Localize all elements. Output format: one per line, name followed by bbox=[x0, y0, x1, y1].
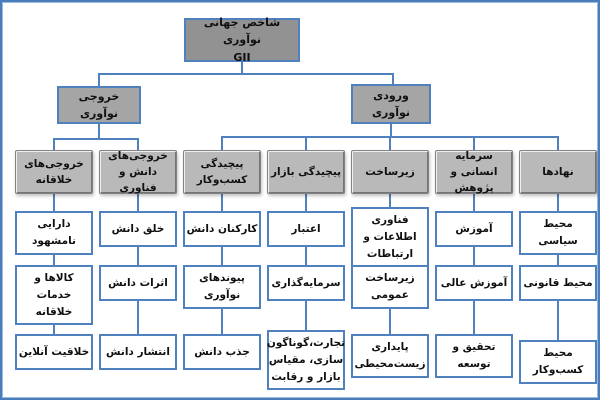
leaf-label: محیط کسب‌وکار bbox=[532, 347, 584, 376]
connector-pillar5-stub bbox=[389, 136, 391, 150]
column-market-sophistication: پیچیدگی بازار اعتبار سرمایه‌گذاری تجارت،… bbox=[267, 150, 345, 396]
connector-left-branch-down bbox=[98, 73, 100, 87]
root-subtitle: GII bbox=[233, 50, 251, 64]
leaf-label: محیط قانونی bbox=[523, 276, 593, 289]
pillar-infrastructure: زیرساخت bbox=[351, 150, 429, 194]
connector-pillar4-stub bbox=[305, 136, 307, 150]
pillar-human-capital-research: سرمایه انسانی و پژوهش bbox=[435, 150, 513, 194]
leaf-knowledge-impact: اثرات دانش bbox=[99, 265, 177, 301]
leaf-label: انتشار دانش bbox=[106, 345, 170, 358]
leaf-research-development: تحقیق و توسعه bbox=[435, 334, 513, 378]
leaf-label: اثرات دانش bbox=[108, 276, 168, 289]
leaf-label: دارایی نامشهود bbox=[32, 218, 76, 247]
leaf-education: آموزش bbox=[435, 211, 513, 247]
leaf-knowledge-absorption: جذب دانش bbox=[183, 334, 261, 370]
column-knowledge-tech-outputs: خروجی‌های دانش و فناوری خلق دانش اثرات د… bbox=[99, 150, 177, 396]
connector-branch-horizontal bbox=[98, 73, 394, 75]
connector-right-stem bbox=[390, 124, 392, 137]
leaf-label: خلاقیت آنلاین bbox=[18, 345, 90, 358]
pillar-label: پیچیدگی کسب‌وکار bbox=[196, 157, 248, 186]
leaf-political-environment: محیط سیاسی bbox=[519, 211, 597, 255]
connector-left-distributor bbox=[53, 138, 139, 140]
root-node-gii: شاخص جهانی نوآوری GII bbox=[184, 16, 300, 64]
connector-pillar3-stub bbox=[221, 136, 223, 150]
leaf-knowledge-workers: کارکنان دانش bbox=[183, 211, 261, 247]
leaf-label: جذب دانش bbox=[194, 345, 250, 358]
connector-pillar6-stub bbox=[473, 136, 475, 150]
column-human-capital-research: سرمایه انسانی و پژوهش آموزش آموزش عالی ت… bbox=[435, 150, 513, 396]
pillar-label: زیرساخت bbox=[365, 165, 415, 178]
connector-pillar2-stub bbox=[137, 138, 139, 150]
pillar-label: خروجی‌های دانش و فناوری bbox=[108, 149, 168, 195]
leaf-regulatory-environment: محیط قانونی bbox=[519, 265, 597, 301]
connector-left-stem bbox=[98, 124, 100, 139]
leaf-knowledge-diffusion: انتشار دانش bbox=[99, 334, 177, 370]
leaf-online-creativity: خلاقیت آنلاین bbox=[15, 334, 93, 370]
leaf-credit: اعتبار bbox=[267, 211, 345, 247]
leaf-intangible-assets: دارایی نامشهود bbox=[15, 211, 93, 255]
pillar-label: خروجی‌های خلاقانه bbox=[24, 157, 84, 186]
branch-node-innovation-output: خروجی نوآوری bbox=[57, 86, 141, 124]
column-creative-outputs: خروجی‌های خلاقانه دارایی نامشهود کالاها … bbox=[15, 150, 93, 396]
leaf-trade-competition-market-scale: تجارت،گوناگون سازی، مقیاس بازار و رقابت bbox=[266, 330, 346, 391]
leaf-label: آموزش bbox=[455, 222, 493, 235]
leaf-label: اعتبار bbox=[291, 222, 321, 235]
root-title: شاخص جهانی نوآوری bbox=[203, 16, 281, 47]
leaf-label: زیرساخت عمومی bbox=[365, 272, 415, 301]
leaf-label: آموزش عالی bbox=[440, 276, 508, 289]
leaf-label: تحقیق و توسعه bbox=[452, 341, 496, 370]
pillar-business-sophistication: پیچیدگی کسب‌وکار bbox=[183, 150, 261, 194]
branch-node-innovation-input: ورودی نوآوری bbox=[351, 84, 431, 124]
leaf-knowledge-creation: خلق دانش bbox=[99, 211, 177, 247]
branch-right-label: ورودی نوآوری bbox=[371, 88, 411, 119]
leaf-general-infrastructure: زیرساخت عمومی bbox=[351, 265, 429, 309]
leaf-investment: سرمایه‌گذاری bbox=[267, 265, 345, 301]
leaf-label: فناوری اطلاعات و ارتباطات bbox=[363, 214, 417, 260]
leaf-label: پیوندهای نوآوری bbox=[199, 272, 245, 301]
leaf-business-environment: محیط کسب‌وکار bbox=[519, 340, 597, 384]
column-infrastructure: زیرساخت فناوری اطلاعات و ارتباطات زیرساخ… bbox=[351, 150, 429, 396]
column-institutions: نهادها محیط سیاسی محیط قانونی محیط کسب‌و… bbox=[519, 150, 597, 396]
connector-root-down bbox=[241, 62, 243, 75]
leaf-label: تجارت،گوناگون سازی، مقیاس بازار و رقابت bbox=[266, 337, 346, 383]
pillar-institutions: نهادها bbox=[519, 150, 597, 194]
leaf-label: کالاها و خدمات خلاقانه bbox=[34, 272, 74, 318]
pillar-label: نهادها bbox=[542, 165, 574, 178]
leaf-creative-goods-services: کالاها و خدمات خلاقانه bbox=[15, 265, 93, 326]
connector-right-branch-down bbox=[392, 73, 394, 85]
connector-pillar1-stub bbox=[53, 138, 55, 150]
pillar-creative-outputs: خروجی‌های خلاقانه bbox=[15, 150, 93, 194]
leaf-label: پایداری زیست‌محیطی bbox=[354, 341, 426, 370]
pillar-market-sophistication: پیچیدگی بازار bbox=[267, 150, 345, 194]
pillar-label: سرمایه انسانی و پژوهش bbox=[450, 149, 498, 195]
leaf-label: خلق دانش bbox=[111, 222, 165, 235]
leaf-label: سرمایه‌گذاری bbox=[271, 276, 341, 289]
branch-left-label: خروجی نوآوری bbox=[78, 89, 120, 120]
leaf-innovation-linkages: پیوندهای نوآوری bbox=[183, 265, 261, 309]
column-business-sophistication: پیچیدگی کسب‌وکار کارکنان دانش پیوندهای ن… bbox=[183, 150, 261, 396]
leaf-label: کارکنان دانش bbox=[186, 222, 258, 235]
leaf-ecological-sustainability: پایداری زیست‌محیطی bbox=[351, 334, 429, 378]
leaf-tertiary-education: آموزش عالی bbox=[435, 265, 513, 301]
connector-pillar7-stub bbox=[557, 136, 559, 150]
pillar-knowledge-tech-outputs: خروجی‌های دانش و فناوری bbox=[99, 150, 177, 194]
pillar-label: پیچیدگی بازار bbox=[270, 165, 342, 178]
leaf-label: محیط سیاسی bbox=[538, 218, 578, 247]
leaf-ict: فناوری اطلاعات و ارتباطات bbox=[351, 207, 429, 268]
